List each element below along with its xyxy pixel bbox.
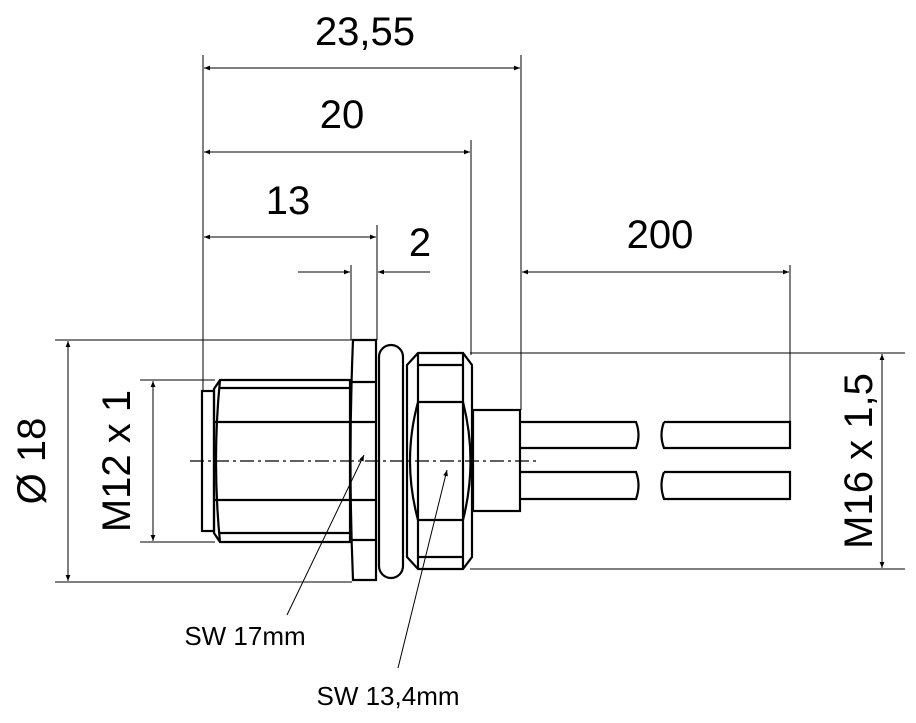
dimension-lines (65, 65, 885, 581)
callout-wrench-rear: SW 13,4mm (316, 681, 459, 711)
dim-overall-length: 23,55 (315, 10, 415, 54)
dim-outer-diameter: Ø 18 (10, 418, 54, 505)
dim-length-to-nut: 20 (320, 93, 365, 137)
extension-lines (55, 55, 905, 583)
cable (520, 420, 792, 501)
leader-lines (286, 454, 448, 669)
dim-flange-thickness: 2 (409, 221, 431, 265)
dim-cable-length: 200 (627, 213, 694, 257)
callout-wrench-front: SW 17mm (184, 621, 305, 651)
connector-body (200, 378, 352, 544)
dim-front-thread: M12 x 1 (95, 390, 139, 532)
dim-rear-thread: M16 x 1,5 (837, 373, 881, 549)
dim-front-length: 13 (266, 179, 311, 223)
flange-nut (349, 338, 378, 582)
